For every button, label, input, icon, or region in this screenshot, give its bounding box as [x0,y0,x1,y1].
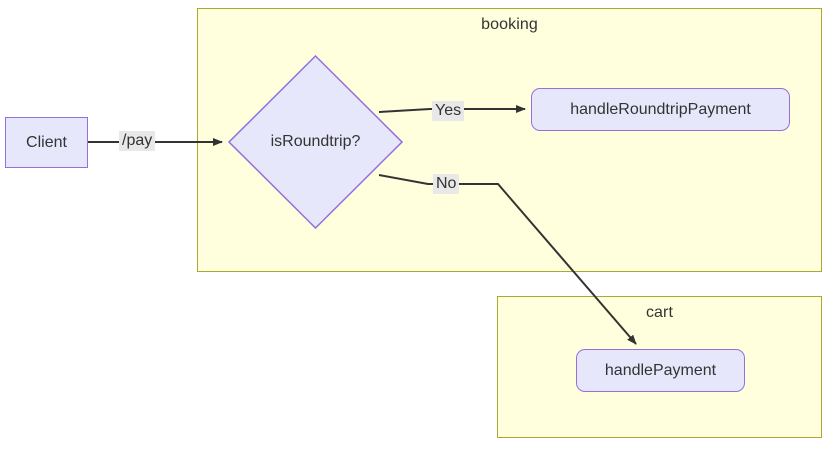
node-handle-payment-label: handlePayment [604,361,717,379]
edge-label-no: No [433,174,460,195]
node-handle-roundtrip-payment-label: handleRoundtripPayment [570,100,751,118]
subgraph-booking-label: booking [481,16,538,33]
node-is-roundtrip-decision[interactable]: isRoundtrip? [228,55,403,229]
edge-label-pay: /pay [119,131,156,152]
node-handle-roundtrip-payment[interactable]: handleRoundtripPayment [531,88,790,131]
subgraph-cart-label: cart [645,304,674,321]
node-client[interactable]: Client [5,117,88,168]
diamond-shape [228,55,403,229]
edge-label-yes: Yes [432,101,465,122]
node-handle-payment[interactable]: handlePayment [576,349,745,392]
node-is-roundtrip-decision-label: isRoundtrip? [270,133,361,150]
node-client-label: Client [26,133,67,151]
